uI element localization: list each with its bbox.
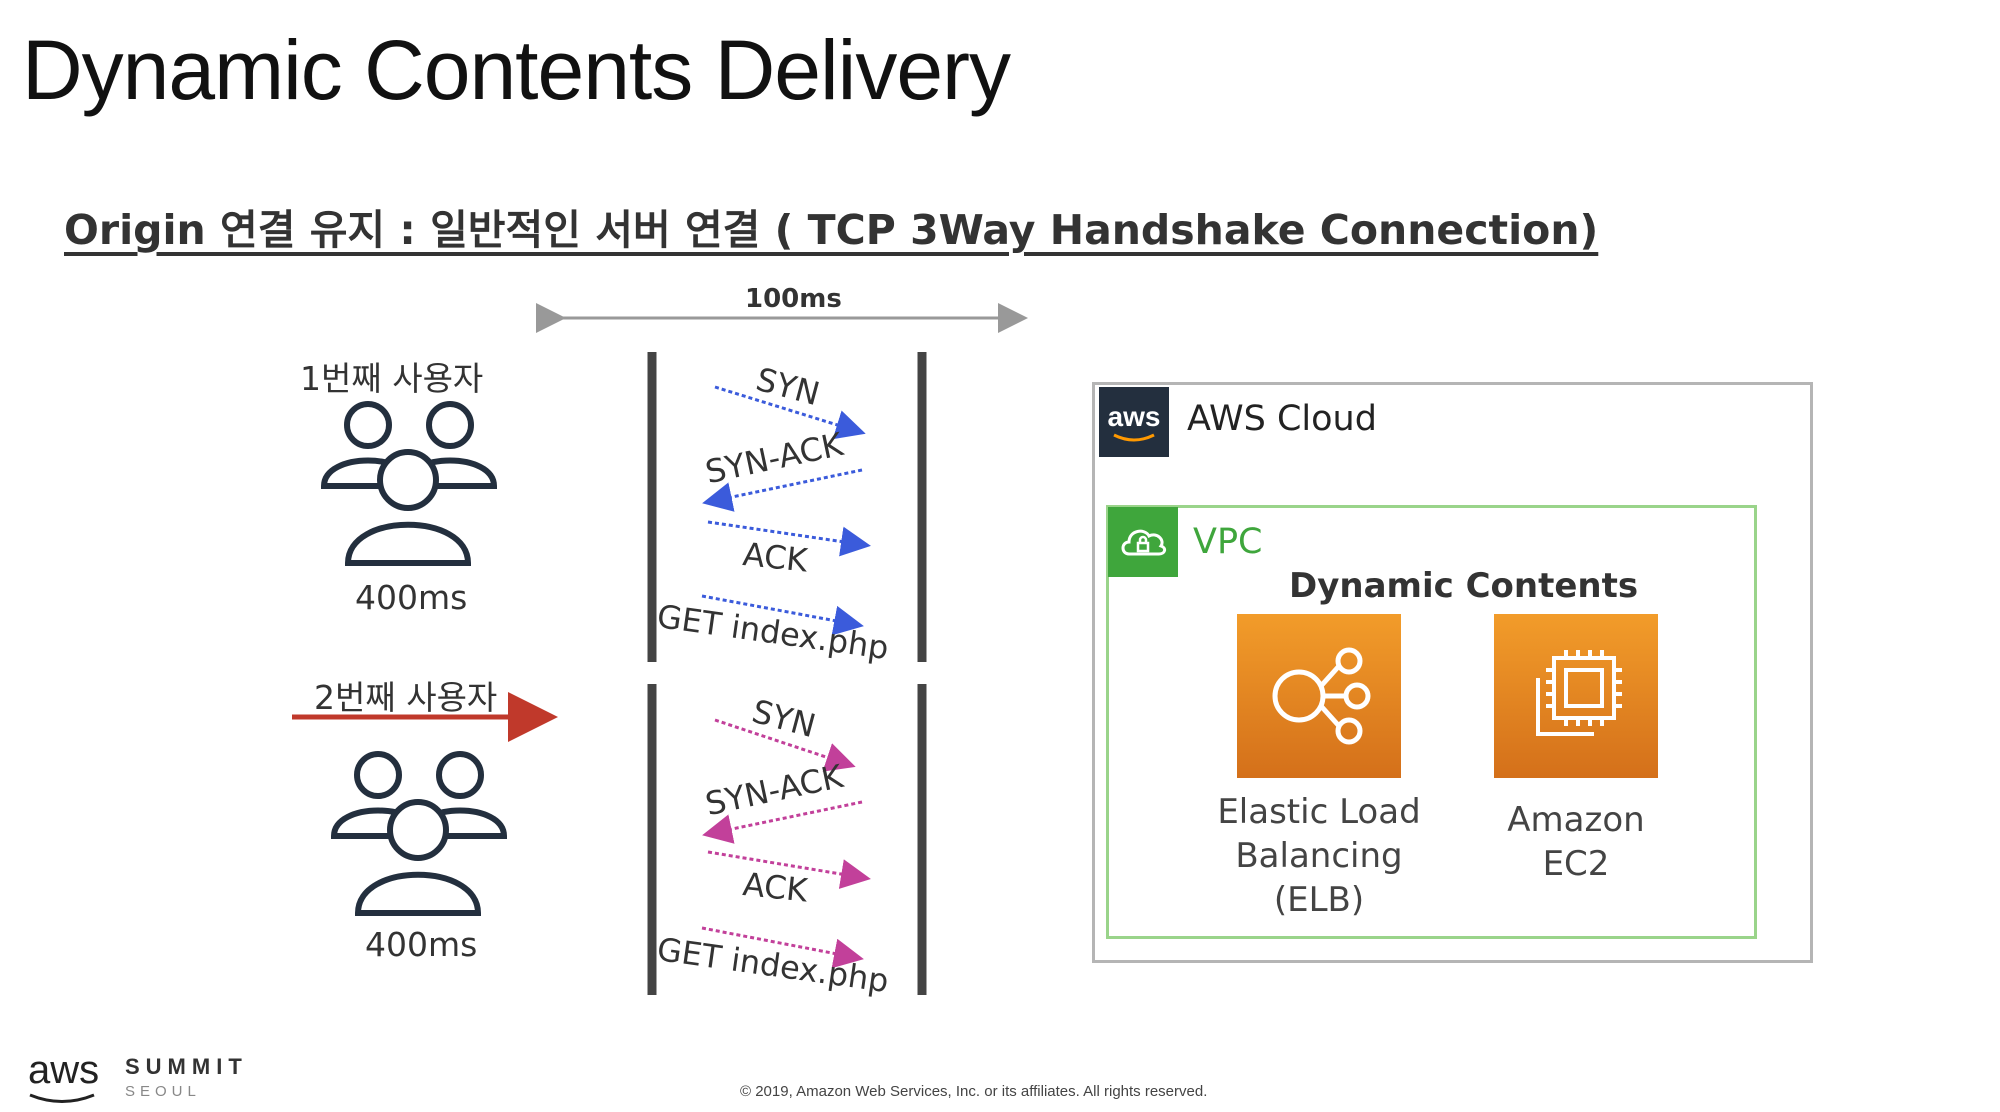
handshake-1-ack-arrow [707, 520, 871, 557]
aws-logo-icon: aws [1099, 387, 1169, 457]
aws-cloud-label: AWS Cloud [1187, 399, 1377, 439]
dynamic-contents-title: Dynamic Contents [1289, 566, 1639, 606]
aws-cloud-group: aws AWS Cloud VPC Dynamic Contents [1092, 382, 1813, 963]
handshake-2-ack-label: ACK [741, 865, 810, 910]
aws-summit-smile-icon [29, 1093, 95, 1103]
second-user-latency: 400ms [365, 925, 478, 964]
handshake-1-syn-arrow [714, 385, 866, 440]
handshake-1-synack-arrow [702, 468, 863, 512]
second-user-label: 2번째 사용자 [314, 678, 498, 717]
aws-smile-icon [1113, 433, 1155, 442]
ec2-icon [1494, 614, 1658, 778]
elb-label: Elastic Load Balancing (ELB) [1217, 792, 1421, 920]
handshake-2-arrows [701, 718, 871, 969]
vpc-group: VPC Dynamic Contents Elastic Load Balanc… [1106, 505, 1757, 939]
slide-subtitle: Origin 연결 유지 : 일반적인 서버 연결 ( TCP 3Way Han… [64, 206, 1599, 254]
summit-wordmark: SUMMIT [125, 1054, 248, 1079]
handshake-2-ack-arrow [707, 850, 871, 889]
summit-city: SEOUL [125, 1083, 201, 1100]
first-user-label: 1번째 사용자 [300, 359, 484, 398]
aws-summit-logo-text: aws [28, 1048, 100, 1092]
vpc-cloud-lock-icon [1108, 507, 1178, 577]
handshake-1-ack-label: ACK [741, 535, 810, 580]
timing-window-label: 100ms [745, 284, 842, 314]
handshake-1-arrows [701, 385, 871, 636]
copyright-notice: © 2019, Amazon Web Services, Inc. or its… [740, 1083, 1208, 1100]
users-icon [330, 751, 508, 916]
aws-logo-text: aws [1107, 401, 1161, 432]
vpc-label: VPC [1193, 522, 1263, 562]
handshake-2-get-arrow [701, 926, 864, 969]
users-icon [320, 401, 498, 566]
first-user-latency: 400ms [355, 578, 468, 617]
ec2-label: Amazon EC2 [1507, 800, 1645, 884]
handshake-2-synack-arrow [702, 800, 863, 844]
elb-icon [1237, 614, 1401, 778]
slide-title: Dynamic Contents Delivery [22, 23, 1011, 117]
handshake-2-syn-arrow [714, 718, 856, 772]
handshake-1-get-arrow [701, 594, 864, 636]
